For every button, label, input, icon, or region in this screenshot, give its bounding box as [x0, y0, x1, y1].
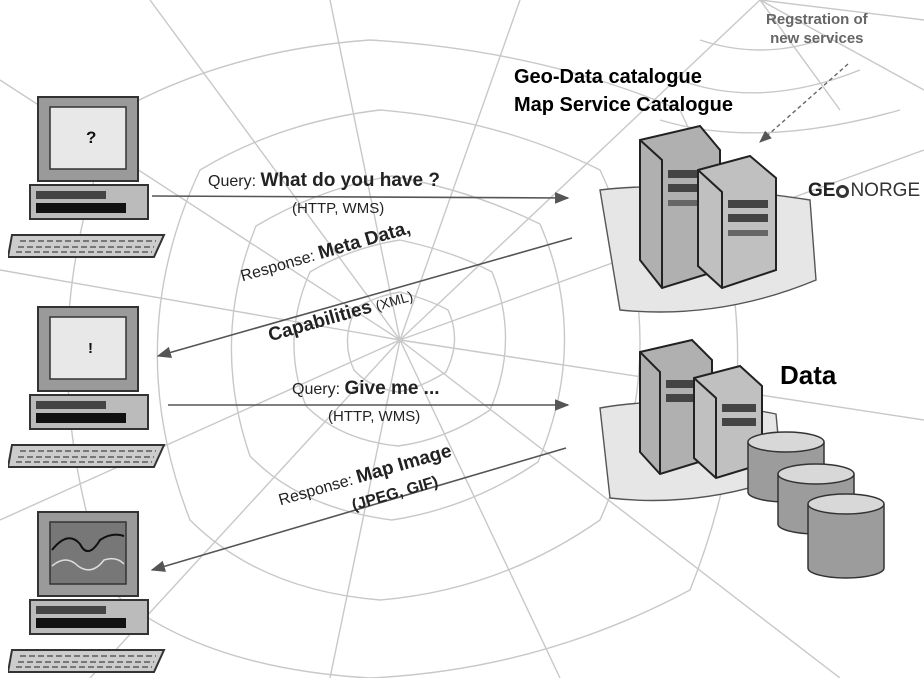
data-server-icon — [599, 338, 783, 502]
client-computer-1 — [8, 96, 166, 258]
client-computer-3 — [8, 511, 166, 673]
data-title: Data — [780, 360, 837, 390]
catalogue-title-line2: Map Service Catalogue — [514, 94, 733, 116]
logo-ring-icon — [836, 185, 850, 198]
query2-label: Query: Give me ... — [292, 378, 440, 399]
screen-symbol-question: ? — [86, 128, 97, 147]
query1-arrow — [151, 192, 570, 204]
registration-arrow — [759, 63, 849, 143]
query2-protocol: (HTTP, WMS) — [328, 408, 421, 425]
database-cylinders-icon — [747, 431, 885, 579]
catalogue-title-line1: Geo-Data catalogue — [514, 66, 702, 88]
screen-symbol-exclamation: ! — [88, 340, 93, 357]
registration-note: Regstration of new services — [766, 11, 868, 47]
client-computer-2 — [8, 306, 166, 468]
catalogue-server-icon — [599, 124, 817, 313]
response1-arrow — [156, 237, 573, 358]
query1-protocol: (HTTP, WMS) — [292, 200, 385, 217]
query1-label: Query: What do you have ? — [208, 170, 440, 191]
response2-arrow — [150, 447, 567, 572]
